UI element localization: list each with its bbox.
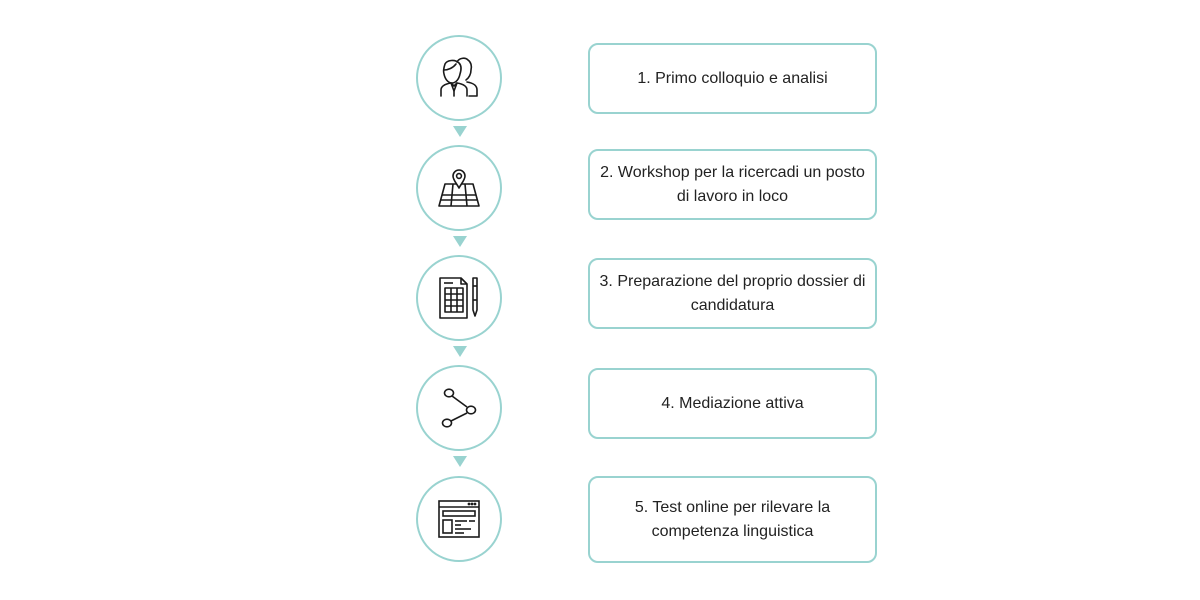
step-2-box: 2. Workshop per la ricercadi un posto di… (588, 149, 877, 220)
flow-arrow-3 (453, 346, 467, 357)
step-1-icon-circle (416, 35, 502, 121)
step-5-label: 5. Test online per rilevare la competenz… (634, 498, 831, 540)
map-pin-icon (438, 169, 480, 207)
step-2-icon-circle (416, 145, 502, 231)
step-2-label: 2. Workshop per la ricercadi un posto di… (600, 163, 865, 205)
document-pen-icon (439, 277, 478, 319)
step-3-box: 3. Preparazione del proprio dossier di c… (588, 258, 877, 329)
step-1-label: 1. Primo colloquio e analisi (637, 69, 828, 87)
people-icon (440, 57, 478, 97)
step-4-icon-circle (416, 365, 502, 451)
step-4-label: 4. Mediazione attiva (661, 394, 804, 412)
step-1-box: 1. Primo colloquio e analisi (588, 43, 877, 114)
network-nodes-icon (441, 388, 477, 428)
flow-arrow-2 (453, 236, 467, 247)
step-5-box: 5. Test online per rilevare la competenz… (588, 476, 877, 563)
step-4-box: 4. Mediazione attiva (588, 368, 877, 439)
browser-window-icon (438, 500, 480, 538)
step-3-label: 3. Preparazione del proprio dossier di c… (599, 272, 866, 314)
step-3-icon-circle (416, 255, 502, 341)
step-5-icon-circle (416, 476, 502, 562)
flow-arrow-4 (453, 456, 467, 467)
flow-arrow-1 (453, 126, 467, 137)
